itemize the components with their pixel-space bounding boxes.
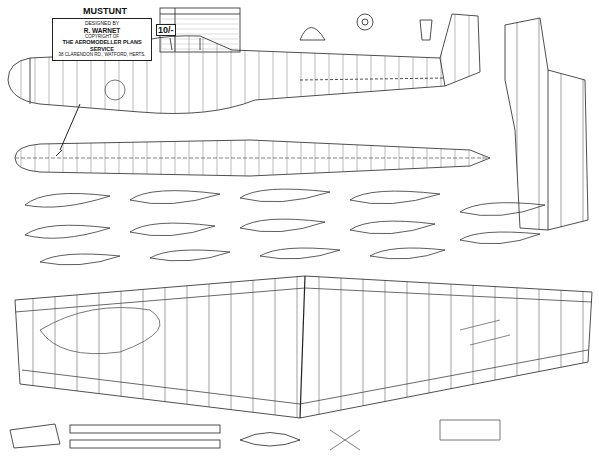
title-text: DESIGNED BY <box>56 21 148 27</box>
title-text: THE AEROMODELLER PLANS SERVICE <box>56 39 148 52</box>
price-label: 10/- <box>156 24 176 36</box>
title-block: DESIGNED BYR. WARNETCOPYRIGHT OFTHE AERO… <box>52 18 152 61</box>
title-text: 38 CLARENDON RD., WATFORD, HERTS. <box>56 52 148 57</box>
title-text: R. WARNET <box>56 27 148 34</box>
title-text: COPYRIGHT OF <box>56 34 148 39</box>
plan-title: MUSTUNT <box>82 6 128 16</box>
